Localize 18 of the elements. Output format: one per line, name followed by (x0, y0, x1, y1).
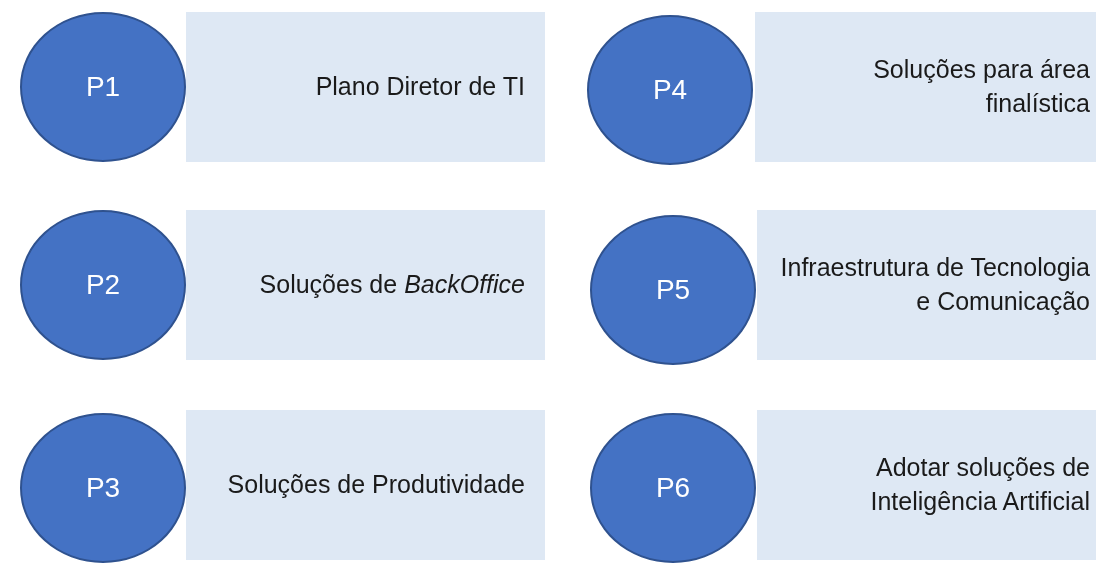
step-number: P3 (85, 472, 121, 504)
band-label: Plano Diretor de TI (315, 71, 525, 103)
band-label: Soluções de BackOffice (259, 269, 525, 301)
band-label: Soluções de Produtividade (227, 469, 525, 501)
step-number: P5 (655, 274, 691, 306)
step-number: P6 (655, 472, 691, 504)
text-band (757, 210, 1096, 360)
step-number: P1 (85, 71, 121, 103)
text-band (757, 410, 1096, 560)
text-band (755, 12, 1096, 162)
step-number: P4 (652, 74, 688, 106)
step-number: P2 (85, 269, 121, 301)
text-band (186, 410, 545, 560)
band-label: Infraestrutura de Tecnologia e Comunicação (779, 252, 1090, 317)
band-label: Soluções para área finalística (872, 54, 1090, 119)
band-label: Adotar soluções de Inteligência Artificial (869, 452, 1090, 517)
text-band (186, 12, 545, 162)
text-band (186, 210, 545, 360)
